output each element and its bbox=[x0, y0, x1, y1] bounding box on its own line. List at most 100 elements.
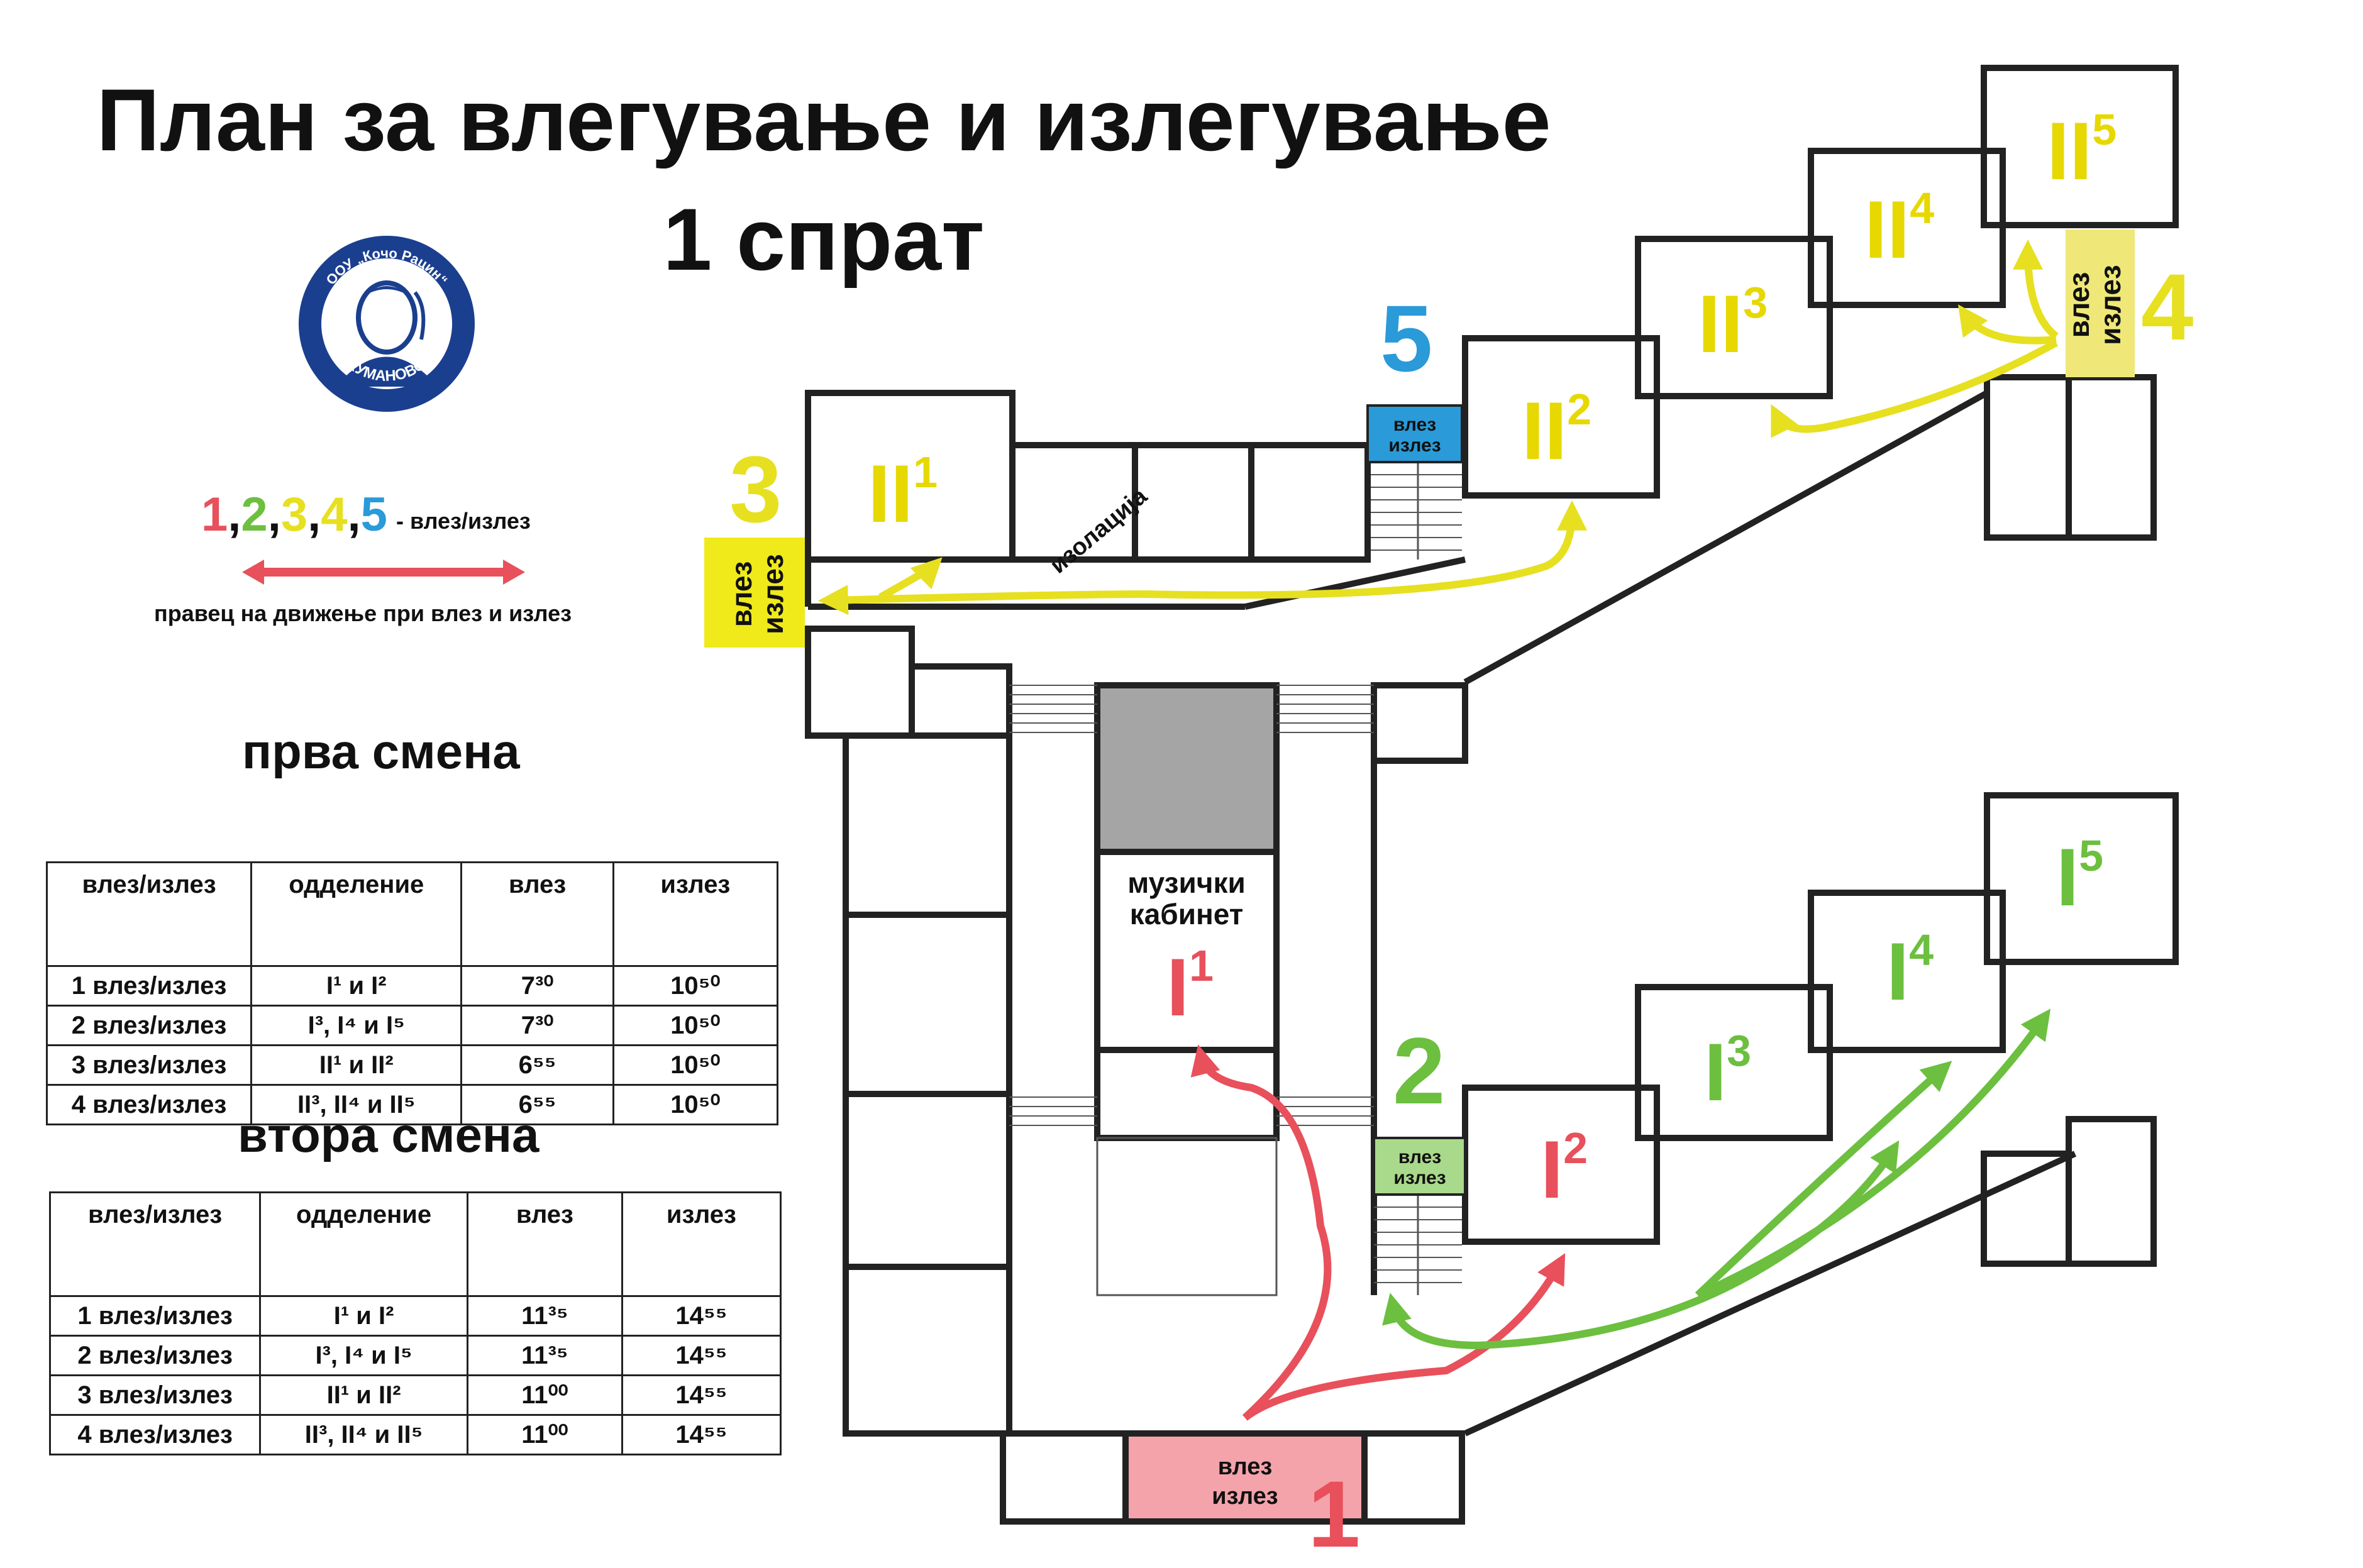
room-gray-block bbox=[1094, 682, 1280, 855]
table-cell: 1 влез/излез bbox=[48, 1295, 262, 1337]
legend-number-7: , bbox=[347, 488, 361, 541]
table-cell: 14⁵⁵ bbox=[621, 1295, 782, 1337]
entrance-1-in: влез bbox=[1218, 1454, 1273, 1480]
room-II5-label: II5 bbox=[2047, 105, 2117, 197]
entrance-2-out: излез bbox=[1393, 1168, 1446, 1188]
table-row: 4 влез/излез II³, II⁴ и II⁵ 6⁵⁵ 10⁵⁰ bbox=[45, 1084, 779, 1125]
table-cell: 11³⁵ bbox=[466, 1295, 623, 1337]
table-cell: II¹ и II² bbox=[259, 1374, 468, 1416]
table-cell: II³, II⁴ и II⁵ bbox=[259, 1414, 468, 1455]
entrance-3-in: влез bbox=[725, 561, 758, 627]
room-I3-label: I3 bbox=[1704, 1026, 1751, 1118]
room-II2-box bbox=[1462, 335, 1660, 499]
table-cell: 7³⁰ bbox=[460, 1005, 614, 1046]
shift2-title: втора смена bbox=[238, 1107, 540, 1162]
route-arrow-4a bbox=[1771, 339, 2058, 438]
table-cell: I¹ и I² bbox=[250, 965, 463, 1007]
table-cell: 2 влез/излез bbox=[48, 1335, 262, 1376]
table-header: излез bbox=[612, 861, 779, 967]
table-row: 1 влез/излез I¹ и I² 7³⁰ 10⁵⁰ bbox=[45, 965, 779, 1007]
room-I1-label: I1 bbox=[1166, 941, 1214, 1033]
legend-arrow-caption: правец на движење при влез и излез bbox=[154, 600, 572, 626]
table-cell: 10⁵⁰ bbox=[612, 1044, 779, 1086]
route-arrow-1a bbox=[1190, 1044, 1332, 1421]
entrance-1-out: излез bbox=[1212, 1483, 1278, 1510]
table-row: 3 влез/излез II¹ и II² 11⁰⁰ 14⁵⁵ bbox=[48, 1374, 782, 1416]
route-arrow-4b bbox=[1957, 304, 2057, 345]
table-header: влез bbox=[466, 1191, 623, 1297]
legend-number-8: 5 bbox=[360, 488, 387, 541]
entrance-1-number: 1 bbox=[1308, 1461, 1360, 1567]
table-header: излез bbox=[621, 1191, 782, 1297]
entrance-2-number: 2 bbox=[1393, 1018, 1445, 1124]
legend-number-4: 3 bbox=[280, 488, 308, 541]
room-I4-box bbox=[1808, 890, 2006, 1053]
table-cell: 7³⁰ bbox=[460, 965, 614, 1007]
entrance-3-box bbox=[704, 538, 805, 648]
room-music-box bbox=[1094, 849, 1280, 1053]
entrance-2-in: влез bbox=[1398, 1147, 1441, 1168]
room-I5-box bbox=[1984, 792, 2179, 965]
legend-suffix: - влез/излез bbox=[396, 508, 531, 534]
table-row: 3 влез/излез II¹ и II² 6⁵⁵ 10⁵⁰ bbox=[45, 1044, 779, 1086]
route-arrow-4c bbox=[2013, 239, 2059, 340]
table-row: 4 влез/излез II³, II⁴ и II⁵ 11⁰⁰ 14⁵⁵ bbox=[48, 1414, 782, 1455]
entrance-4-number: 4 bbox=[2141, 254, 2193, 360]
table-row: 1 влез/излез I¹ и I² 11³⁵ 14⁵⁵ bbox=[48, 1295, 782, 1337]
table-cell: 4 влез/излез bbox=[45, 1084, 253, 1125]
route-arrow-3 bbox=[817, 500, 1587, 616]
table-cell: 6⁵⁵ bbox=[460, 1084, 614, 1125]
entrance-4-out: излез bbox=[2094, 265, 2127, 345]
entrance-1-box bbox=[1122, 1430, 1368, 1525]
route-arrow-3b bbox=[878, 557, 943, 601]
music-room-label-1: музички bbox=[1127, 866, 1246, 899]
table-cell: 10⁵⁰ bbox=[612, 1084, 779, 1125]
entrance-5-box bbox=[1366, 404, 1463, 463]
table-cell: II³, II⁴ и II⁵ bbox=[250, 1084, 463, 1125]
entrance-5-in: влез bbox=[1393, 414, 1436, 435]
table-header: влез/излез bbox=[48, 1191, 262, 1297]
table-cell: 11³⁵ bbox=[466, 1335, 623, 1376]
shift1-table: влез/излез одделение влез излез 1 влез/и… bbox=[45, 861, 779, 1125]
table-cell: II¹ и II² bbox=[250, 1044, 463, 1086]
table-header: одделение bbox=[250, 861, 463, 967]
music-room-label-2: кабинет bbox=[1130, 898, 1244, 930]
table-header: одделение bbox=[259, 1191, 468, 1297]
room-II3-label: II3 bbox=[1698, 278, 1768, 370]
room-II5-box bbox=[1981, 65, 2179, 228]
room-I2-label: I2 bbox=[1541, 1124, 1588, 1215]
table-cell: 10⁵⁰ bbox=[612, 965, 779, 1007]
table-cell: 1 влез/излез bbox=[45, 965, 253, 1007]
entrance-4-box bbox=[2066, 229, 2135, 377]
room-I5-label: I5 bbox=[2056, 831, 2103, 923]
entrance-3-number: 3 bbox=[729, 436, 782, 542]
room-box bbox=[1132, 442, 1254, 563]
room-I3-box bbox=[1635, 984, 1833, 1141]
legend-number-5: , bbox=[307, 488, 321, 541]
page-title-line2: 1 спрат bbox=[663, 190, 985, 289]
entrance-4-in: влез bbox=[2062, 272, 2095, 338]
table-cell: 4 влез/излез bbox=[48, 1414, 262, 1455]
legend-number-3: , bbox=[267, 488, 281, 541]
table-header: влез/излез bbox=[45, 861, 253, 967]
table-cell: I³, I⁴ и I⁵ bbox=[250, 1005, 463, 1046]
room-II3-box bbox=[1635, 236, 1833, 399]
room-I4-label: I4 bbox=[1886, 925, 1934, 1017]
page-title-line1: План за влегување и излегување bbox=[96, 70, 1551, 169]
school-logo: ООУ „Кочо Рацин“ КУМАНОВО bbox=[296, 233, 478, 415]
route-arrow-2b bbox=[1695, 1061, 1952, 1298]
legend-number-0: 1 bbox=[201, 488, 228, 541]
table-header: влез bbox=[460, 861, 614, 967]
table-cell: 3 влез/излез bbox=[48, 1374, 262, 1416]
entrance-5-number: 5 bbox=[1380, 285, 1432, 391]
table-cell: 2 влез/излез bbox=[45, 1005, 253, 1046]
legend-arrow-icon bbox=[242, 560, 525, 585]
table-row: 2 влез/излез I³, I⁴ и I⁵ 7³⁰ 10⁵⁰ bbox=[45, 1005, 779, 1046]
table-cell: 14⁵⁵ bbox=[621, 1414, 782, 1455]
room-II2-label: II2 bbox=[1522, 385, 1591, 477]
table-cell: I³, I⁴ и I⁵ bbox=[259, 1335, 468, 1376]
table-cell: 3 влез/излез bbox=[45, 1044, 253, 1086]
legend-number-6: 4 bbox=[321, 488, 348, 541]
table-cell: 10⁵⁰ bbox=[612, 1005, 779, 1046]
